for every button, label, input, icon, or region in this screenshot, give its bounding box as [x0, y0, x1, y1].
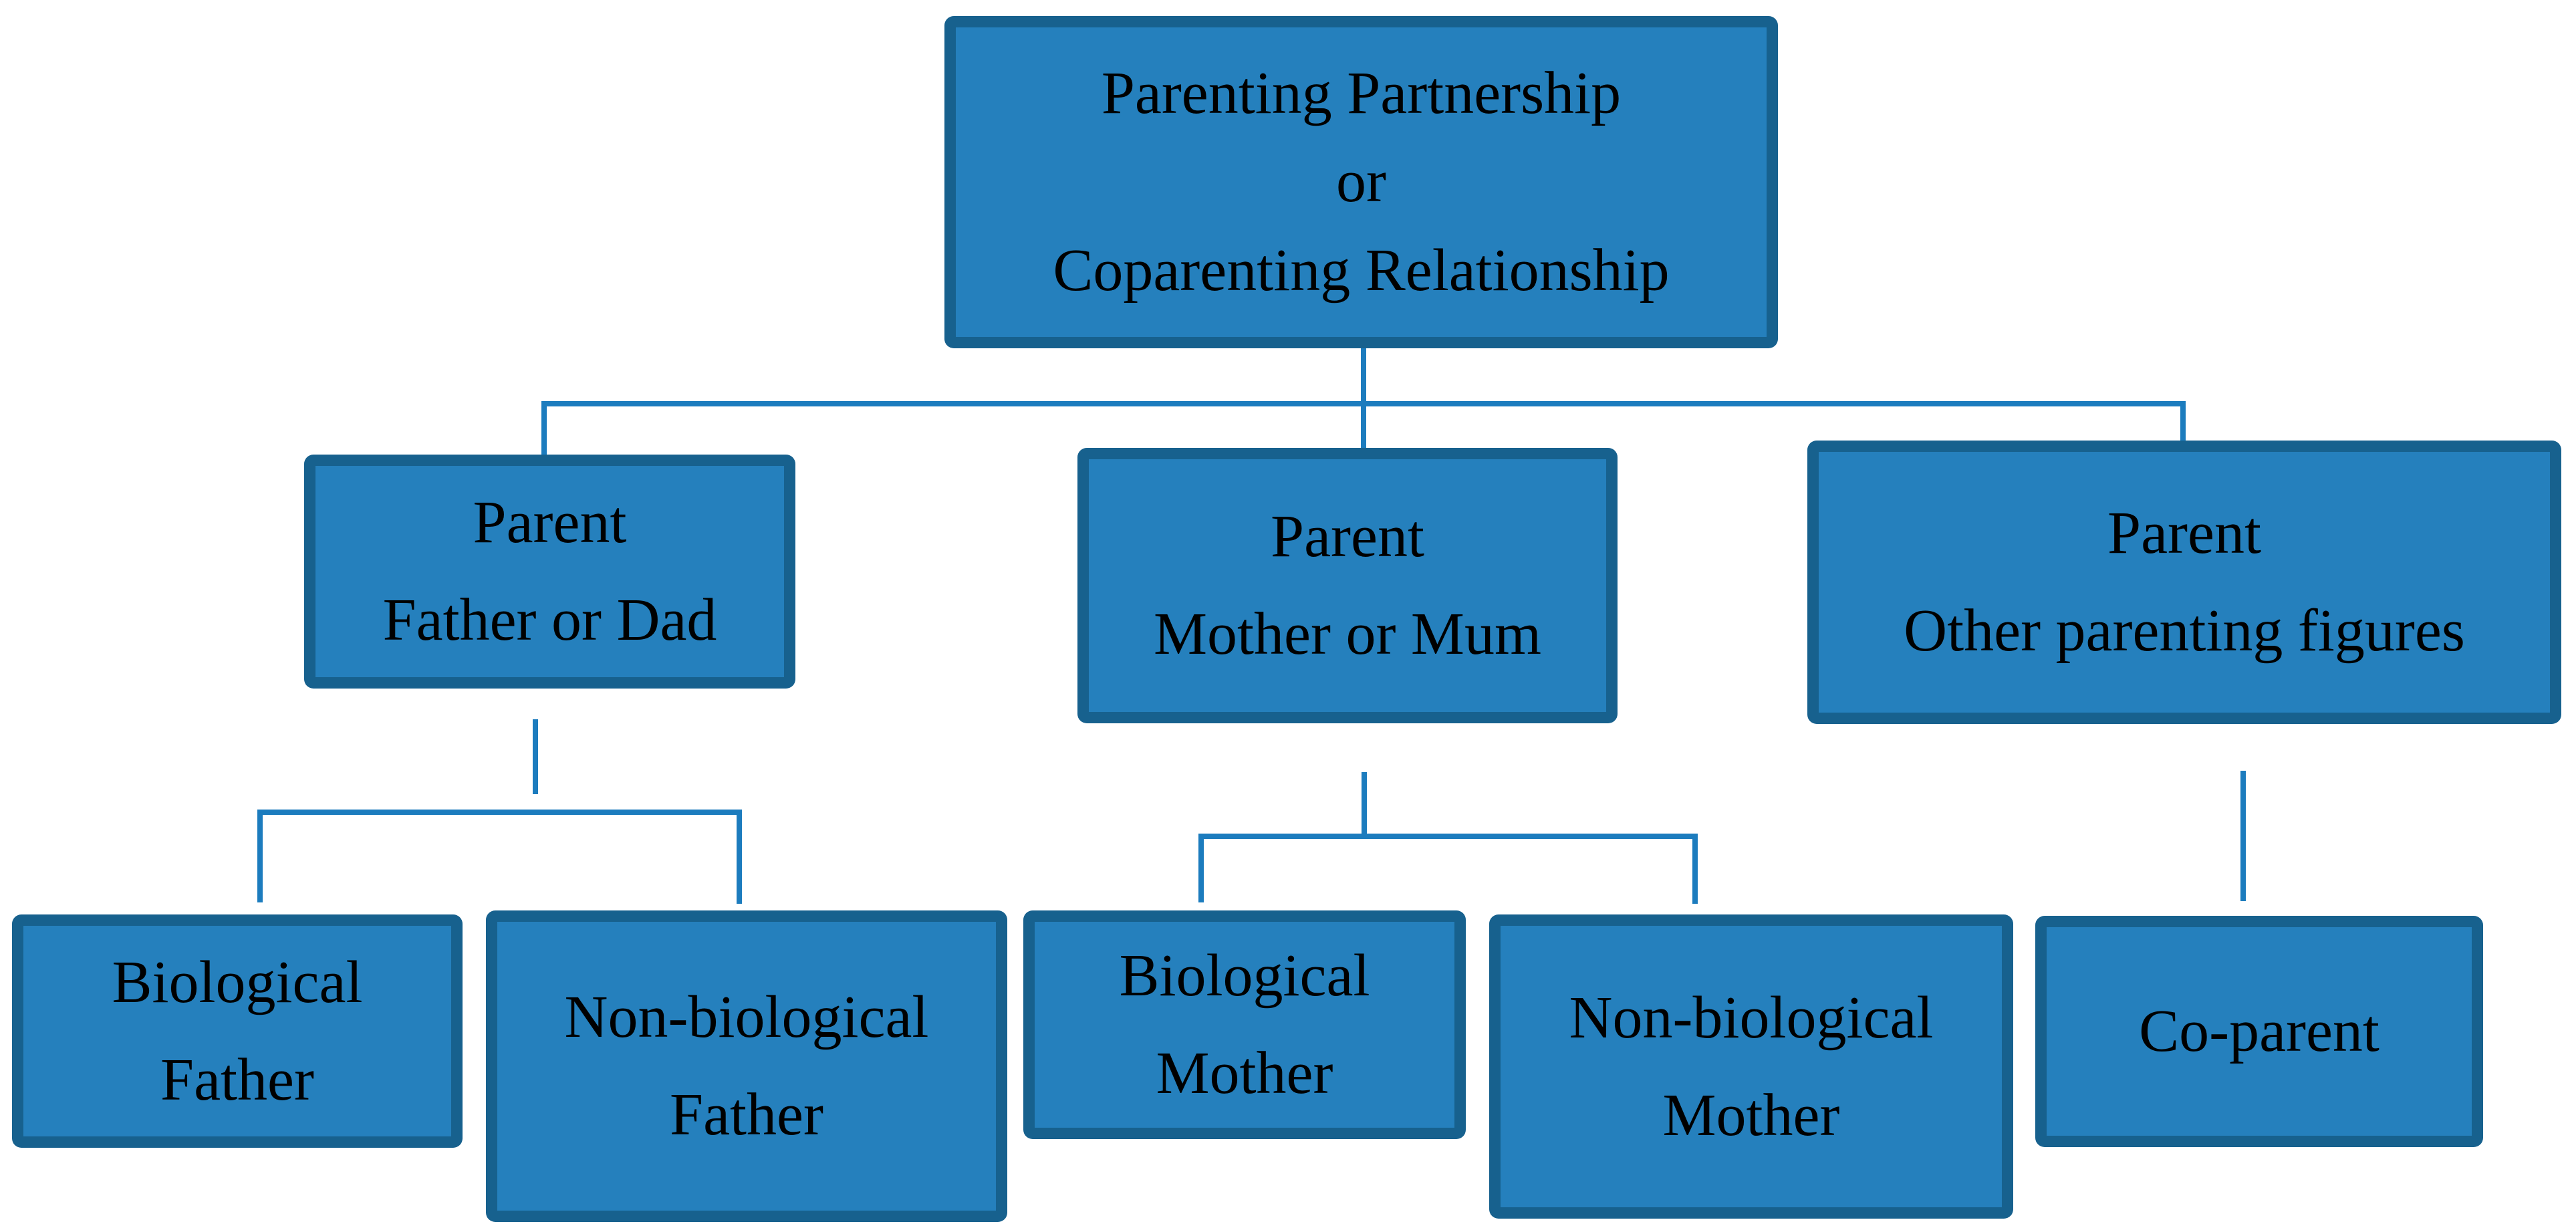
connector-father-horizontal [259, 810, 742, 815]
node-line: Parenting Partnership [1101, 60, 1622, 127]
node-non-biological-mother: Non-biological Mother [1489, 914, 2013, 1219]
connector-coparent-stem [2240, 771, 2246, 901]
connector-drop-bio-mother [1198, 834, 1204, 902]
node-line: Other parenting figures [1904, 598, 2465, 664]
node-line: Co-parent [2139, 998, 2379, 1065]
node-line: Father or Dad [382, 587, 717, 653]
node-non-biological-father: Non-biological Father [486, 910, 1007, 1222]
node-line: Mother or Mum [1154, 601, 1541, 667]
node-line: Non-biological [564, 984, 929, 1051]
node-line: Biological [1119, 943, 1370, 1009]
connector-drop-nonbio-father [737, 810, 742, 904]
connector-root-stem [1361, 348, 1366, 406]
node-line: Parent [2107, 500, 2261, 567]
node-line: Coparenting Relationship [1053, 237, 1670, 303]
node-parent-mother: Parent Mother or Mum [1077, 448, 1618, 723]
connector-father-stem [533, 719, 538, 794]
node-parent-other-figures: Parent Other parenting figures [1807, 441, 2561, 724]
node-biological-mother: Biological Mother [1023, 910, 1466, 1139]
connector-drop-nonbio-mother [1692, 834, 1698, 904]
node-parenting-partnership: Parenting Partnership or Coparenting Rel… [944, 16, 1778, 348]
node-line: Biological [112, 949, 363, 1015]
node-line: Father [160, 1046, 314, 1113]
node-line: Father [670, 1082, 823, 1148]
node-line: Non-biological [1569, 984, 1934, 1051]
node-line: or [1336, 148, 1386, 215]
node-line: Parent [473, 489, 627, 556]
node-line: Parent [1271, 503, 1424, 570]
node-line: Mother [1662, 1082, 1840, 1148]
connector-mother-stem [1362, 772, 1367, 836]
connector-drop-father [541, 404, 547, 455]
connector-drop-mother [1361, 404, 1366, 448]
connector-mother-horizontal [1200, 834, 1698, 839]
node-co-parent: Co-parent [2035, 916, 2483, 1147]
connector-drop-bio-father [257, 810, 263, 902]
connector-drop-other [2180, 404, 2186, 441]
node-parent-father: Parent Father or Dad [304, 455, 795, 689]
node-biological-father: Biological Father [12, 914, 463, 1148]
node-line: Mother [1156, 1040, 1333, 1106]
